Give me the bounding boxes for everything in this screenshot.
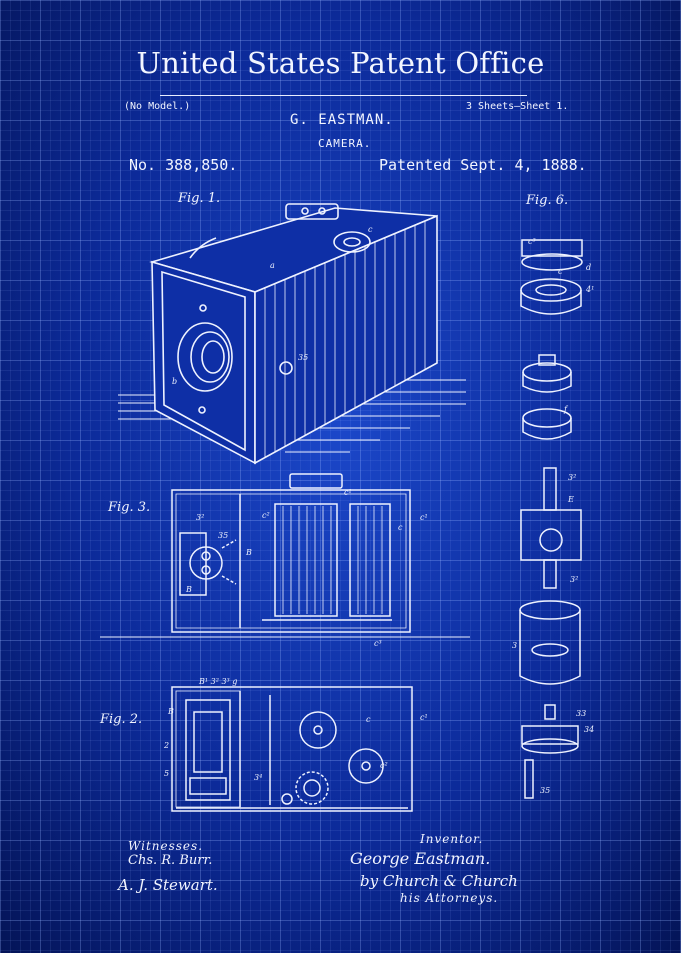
inventor-name: G. EASTMAN. [290,112,394,128]
svg-text:b: b [172,377,177,386]
svg-text:c¹: c¹ [420,513,428,522]
svg-text:5: 5 [164,769,169,778]
svg-text:B¹ 3² 3³ g: B¹ 3² 3³ g [198,677,237,686]
attorneys-label: his Attorneys. [400,891,499,905]
fig2-label: Fig. 2. [100,712,143,727]
fig1-label: Fig. 1. [178,191,221,206]
patent-number: No. 388,850. [129,156,238,174]
svg-text:d: d [586,263,591,272]
svg-text:c: c [398,523,403,532]
witnesses-label: Witnesses. [128,839,204,853]
no-model-note: (No Model.) [124,101,191,112]
svg-text:34: 34 [584,725,594,734]
svg-text:3²: 3² [568,473,576,482]
svg-text:f: f [563,405,569,414]
svg-text:3²: 3² [196,513,204,522]
svg-text:B: B [245,548,252,557]
svg-text:B: B [167,707,174,716]
patent-date: Patented Sept. 4, 1888. [379,156,587,174]
inventor-signature: George Eastman. [350,849,491,868]
svg-text:c: c [366,715,371,724]
page-title: United States Patent Office [136,46,545,80]
svg-text:c: c [368,225,373,234]
svg-text:4¹: 4¹ [585,285,594,294]
svg-text:3⁴: 3⁴ [254,773,262,782]
svg-text:B: B [185,585,192,594]
witness-signature-2: A. J. Stewart. [118,876,218,894]
fig6-label: Fig. 6. [526,193,569,208]
svg-text:33: 33 [576,709,586,718]
sheet-count: 3 Sheets—Sheet 1. [466,101,569,112]
svg-text:c²: c² [380,761,388,770]
svg-text:35: 35 [540,786,550,795]
svg-text:c²: c² [262,511,270,520]
svg-text:35: 35 [218,531,228,540]
svg-text:E: E [567,495,574,504]
svg-text:3: 3 [512,641,517,650]
svg-text:a: a [270,261,275,270]
svg-text:c³: c³ [528,237,536,246]
svg-text:c¹: c¹ [420,713,428,722]
svg-text:c¹: c¹ [344,488,352,497]
svg-text:2: 2 [163,741,169,750]
svg-text:c³: c³ [374,639,382,648]
witness-signature-1: Chs. R. Burr. [128,853,213,868]
svg-text:3²: 3² [570,575,578,584]
svg-text:35: 35 [298,353,308,362]
attorneys-signature: by Church & Church [360,872,518,890]
inventor-label: Inventor. [420,832,484,846]
invention-title: CAMERA. [318,137,372,150]
title-underline [160,95,527,96]
fig3-label: Fig. 3. [108,500,151,515]
svg-text:c: c [558,267,563,276]
